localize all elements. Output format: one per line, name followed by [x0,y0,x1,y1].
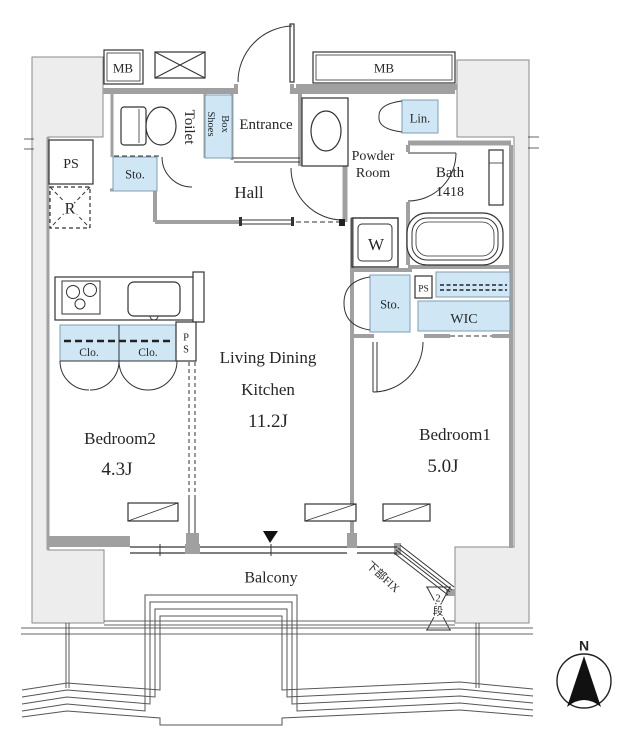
label-bedroom1-size: 5.0J [427,456,458,477]
expansion-joint-right [528,136,539,149]
label-refrigerator: R [65,201,76,218]
label-bedroom2: Bedroom2 [84,429,156,448]
label-ps-mid-p: P [183,333,189,344]
kitchen-sink-icon [127,281,181,317]
label-ldk-1: Living Dining [220,348,317,367]
label-washer: W [368,235,385,254]
label-ldk-2: Kitchen [241,380,295,399]
label-shoes-box-2: Box [219,115,230,133]
label-closet-left: Clo. [79,347,99,359]
bathtub-icon [406,212,504,266]
exterior-walls [24,56,539,624]
washer-area [351,217,399,268]
section-marker-icon [263,531,278,543]
label-hall: Hall [234,183,264,202]
linen-door-arcs-icon [378,100,403,133]
drain-pipes-icon [65,623,480,688]
label-compass-north: N [579,638,589,654]
label-storage-bath: Sto. [380,298,400,312]
entrance-door-arc-icon [237,25,293,83]
label-shoes-box-1: Shoes [205,111,216,136]
toilet-bowl-icon [145,106,177,146]
shoes-box [204,94,233,159]
label-balcony: Balcony [244,570,297,587]
label-bedroom1: Bedroom1 [419,425,491,444]
bath-side-storage [369,274,411,333]
powder-door-arc-icon [290,167,344,221]
label-linen: Lin. [410,112,430,126]
meter-boxes [103,49,456,85]
exterior-wall-right [454,59,530,624]
bedroom2-sliding-door [188,362,196,497]
label-powder-2: Room [356,166,390,181]
washer-pan-icon [351,217,399,268]
label-ps-mid-s: S [183,345,189,356]
label-ldk-size: 11.2J [248,411,288,432]
storage-door-arcs-icon [343,276,371,331]
wic-box [417,300,511,332]
linen-cabinet [401,99,439,134]
label-lower-fix: 下部FIX [364,558,403,595]
label-mb-right: MB [374,61,395,76]
bedroom1-door-leaf [372,342,378,392]
bath-counter-icon [488,149,504,206]
label-powder-1: Powder [352,149,395,164]
genkan-step [232,157,300,163]
bedroom1-door-arc-icon [372,341,424,393]
balcony-railing [21,594,534,726]
label-bedroom2-size: 4.3J [101,459,132,480]
label-step-dan: 段 [433,605,444,618]
label-entrance: Entrance [239,117,293,133]
bathroom [406,149,504,266]
label-closet-right: Clo. [138,347,158,359]
bath-door-arc-icon [407,152,457,202]
entrance-door [232,23,300,163]
window-lines [130,546,397,554]
label-ps-bath: PS [418,285,429,295]
toilet-room [114,106,193,188]
label-bath: Bath [436,165,465,181]
counter-end-panel [192,271,205,323]
toilet-door-arc-icon [161,156,193,188]
angled-fix-window-icon [393,544,455,596]
vent-x-icon [154,51,206,79]
vanity-counter-icon [301,97,349,167]
north-needle-icon [567,656,601,707]
storage-zone [112,156,511,337]
south-windows [127,502,455,596]
step-symbol [426,586,451,631]
label-wic: WIC [450,312,477,327]
compass [556,653,612,709]
closet-door-arcs-icon [59,360,178,391]
ps-left-box [48,139,94,185]
hall-storage [112,156,158,192]
hall-partition [239,217,345,226]
expansion-joint-left [24,138,34,150]
label-step-2: 2 [435,594,440,605]
toilet-tank-icon [120,106,147,146]
sink-basin-icon [310,110,342,152]
two-step-icon [426,586,451,631]
label-mb-left: MB [113,61,134,76]
label-toilet: Toilet [181,110,197,146]
label-storage-hall: Sto. [125,168,145,182]
label-ps-left: PS [63,157,79,172]
ps-mid-box [175,321,197,362]
powder-room [290,97,439,221]
sliding-door-icon [242,219,293,225]
bedroom2-closets [59,321,197,533]
mb-left-box [103,49,144,85]
mb-right-box [312,51,456,84]
bedroom1-door [372,341,424,393]
hanger-pipe-icon [440,284,507,291]
label-bath-size: 1418 [436,185,464,200]
entrance-door-leaf [289,23,295,83]
ps-bath-box [414,275,433,299]
kitchen [48,139,205,323]
stove-icon [61,280,101,315]
refrigerator-x-icon [49,186,91,229]
